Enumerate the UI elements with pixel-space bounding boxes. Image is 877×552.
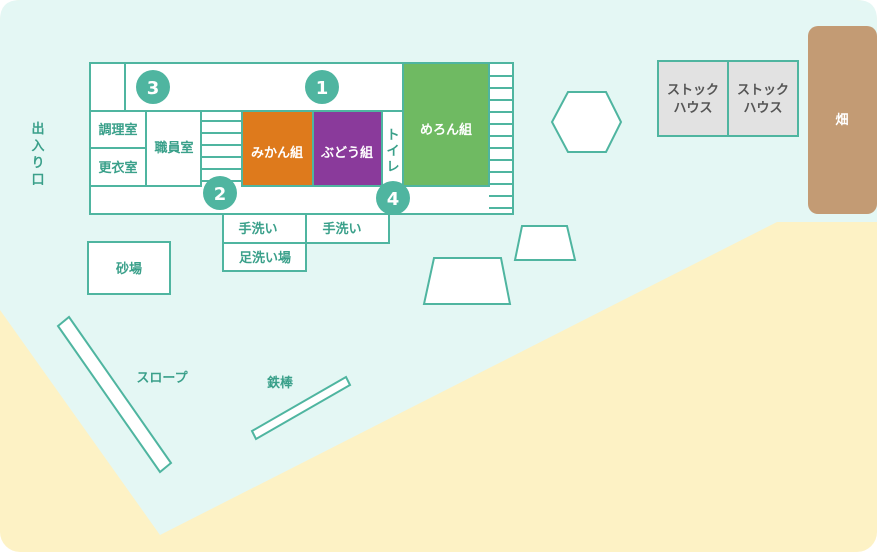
slope-label: スロープ bbox=[136, 371, 188, 386]
trapezoid-equipment-small[interactable] bbox=[513, 225, 577, 261]
kitchen-label: 調理室 bbox=[98, 122, 137, 138]
farm-label: 畑 bbox=[835, 113, 848, 128]
staff-room[interactable] bbox=[145, 110, 202, 187]
trapezoid-equipment-large[interactable] bbox=[422, 257, 512, 305]
stock-house-2-label: ストックハウス bbox=[737, 83, 789, 116]
hexagon-equipment[interactable] bbox=[550, 91, 623, 153]
sandbox[interactable] bbox=[87, 241, 171, 295]
stairs-right bbox=[489, 75, 513, 209]
stock-house-1-label: ストックハウス bbox=[667, 83, 719, 116]
farm-plot[interactable] bbox=[808, 26, 877, 214]
marker-3[interactable]: 3 bbox=[136, 70, 170, 104]
stock-house-1[interactable] bbox=[657, 60, 729, 137]
handwash-2-label: 手洗い bbox=[322, 221, 361, 237]
handwash-1-label: 手洗い bbox=[238, 221, 277, 237]
marker-1[interactable]: 1 bbox=[305, 70, 339, 104]
slope[interactable] bbox=[56, 315, 173, 474]
marker-1-number: 1 bbox=[316, 78, 329, 99]
meron-label: めろん組 bbox=[420, 122, 472, 138]
marker-3-number: 3 bbox=[147, 78, 160, 99]
footwash-label: 足洗い場 bbox=[239, 250, 291, 266]
meron-classroom[interactable] bbox=[402, 62, 490, 187]
toilet-label: トイレ bbox=[386, 128, 399, 175]
iron-bar-label: 鉄棒 bbox=[267, 375, 294, 391]
marker-4[interactable]: 4 bbox=[376, 181, 410, 215]
marker-4-number: 4 bbox=[387, 189, 400, 210]
mikan-classroom[interactable] bbox=[241, 110, 314, 187]
locker-label: 更衣室 bbox=[98, 160, 137, 176]
staff-label: 職員室 bbox=[154, 140, 193, 156]
corridor-upper bbox=[124, 62, 404, 112]
mikan-label: みかん組 bbox=[251, 145, 303, 161]
marker-2[interactable]: 2 bbox=[203, 176, 237, 210]
locker-room[interactable] bbox=[89, 147, 147, 187]
entrance-label: 出入り口 bbox=[31, 121, 44, 188]
budou-label: ぶどう組 bbox=[320, 145, 373, 161]
stock-house-2[interactable] bbox=[727, 60, 799, 137]
handwash-2[interactable] bbox=[305, 213, 390, 244]
sandbox-label: 砂場 bbox=[115, 261, 142, 277]
iron-bar[interactable] bbox=[250, 375, 352, 441]
footwash[interactable] bbox=[222, 242, 307, 272]
marker-2-number: 2 bbox=[214, 184, 227, 205]
